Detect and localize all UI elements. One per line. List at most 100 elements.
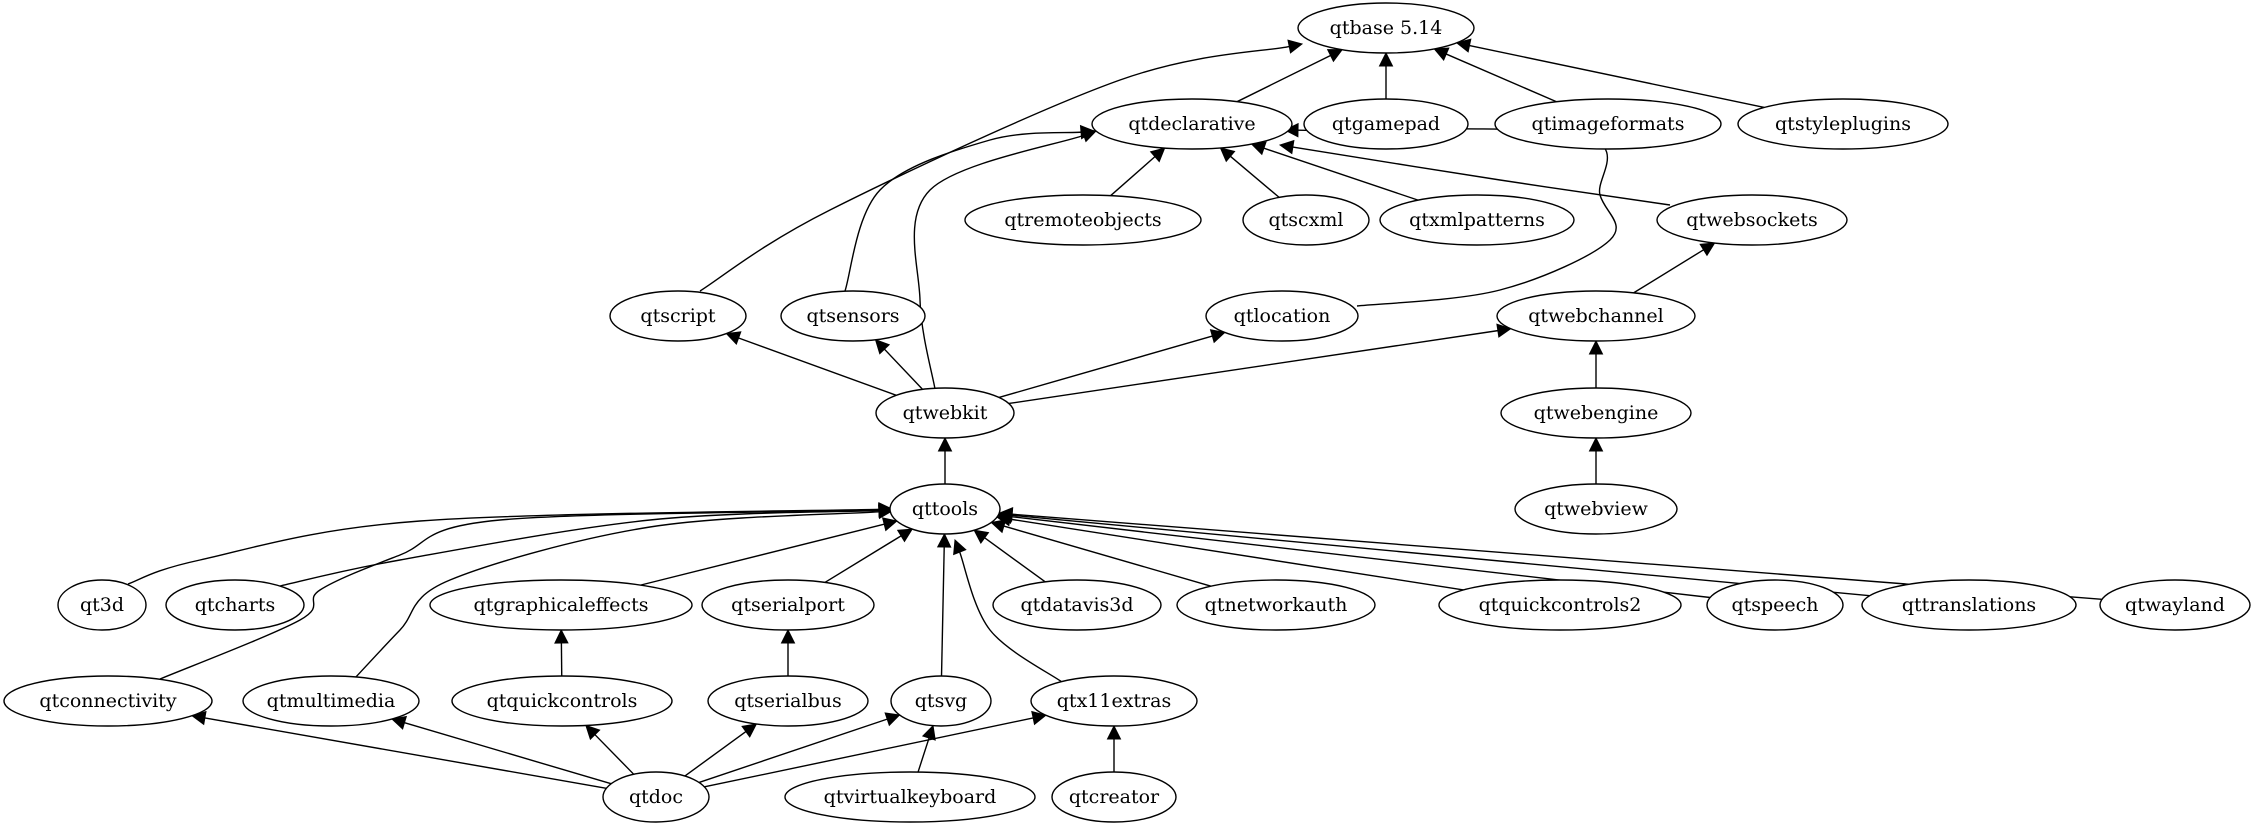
node-ellipse [429,579,693,631]
arrowhead-icon [1278,139,1295,155]
edge-qtdoc-to-qtserialbus [684,723,758,777]
edge-line [594,734,635,775]
arrowhead-icon [1219,147,1236,163]
node-ellipse [701,579,875,631]
node-ellipse [875,387,1015,439]
edge-line [1469,44,1765,109]
node-ellipse [1494,98,1722,150]
edge-line [1009,518,1464,591]
arrowhead-icon [585,724,601,741]
edge-line [159,509,880,680]
node-qtdoc: qtdoc [602,771,710,823]
edge-line [940,546,945,677]
node-ellipse [1205,290,1359,342]
edge-qtscxml-to-qtdeclarative [1219,147,1280,198]
node-ellipse [1438,579,1682,631]
node-label: qtvirtualkeyboard [824,786,997,808]
edge-line [699,45,1290,292]
arrowhead-icon [780,628,796,644]
arrowhead-icon [884,712,901,727]
node-label: qtwebchannel [1528,305,1663,327]
node-label: qttranslations [1902,594,2036,616]
arrowhead-icon [1699,242,1716,257]
node-qtbase: qtbase 5.14 [1297,2,1475,54]
node-ellipse [889,483,1001,535]
arrowhead-icon [881,517,898,532]
edge-qtwebengine-to-qtwebchannel [1588,339,1604,388]
arrowhead-icon [1149,147,1166,163]
edge-line [204,717,607,789]
arrowhead-icon [937,436,953,452]
edge-line [844,131,1082,292]
node-label: qtmultimedia [267,690,396,712]
edge-qtsvg-to-qttools [936,532,952,677]
edge-line [354,511,880,679]
arrowhead-icon [1209,329,1226,344]
node-label: qtsvg [915,690,967,712]
node-qtgraphicaleffects: qtgraphicaleffects [429,579,693,631]
node-ellipse [451,675,673,727]
arrowhead-icon [1031,710,1047,726]
edge-qtwebkit-to-qtsensors [874,338,924,390]
node-qtstyleplugins: qtstyleplugins [1737,98,1949,150]
arrowhead-icon [1588,436,1604,452]
node-ellipse [609,290,747,342]
edge-qtgamepad-to-qtbase [1378,51,1394,99]
arrowhead-icon [896,528,914,543]
node-ellipse [1091,98,1293,150]
arrowhead-icon [1496,323,1512,338]
node-qtsvg: qtsvg [890,675,992,727]
node-label: qtscript [640,305,716,327]
edge-qtgraphicaleffects-to-qttools [640,517,898,586]
node-ellipse [165,579,305,631]
node-qtcreator: qtcreator [1051,771,1177,823]
edge-qtcreator-to-qtx11extras [1106,724,1122,772]
edge-qtx11extras-to-qttools [953,538,1063,683]
edge-qtimageformats-to-qtbase [1433,47,1557,103]
node-label: qtconnectivity [39,690,176,712]
edge-qtserialbus-to-qtserialport [780,628,796,676]
node-ellipse [1051,771,1177,823]
edge-line [127,508,880,585]
node-qtquickcontrols: qtquickcontrols [451,675,673,727]
edge-line [984,537,1046,583]
edge-line [917,737,930,773]
arrowhead-icon [874,338,891,355]
node-qtsensors: qtsensors [780,290,926,342]
edge-qtwebkit-to-qtdeclarative [913,128,1098,390]
edge-line [913,134,1084,390]
node-qtwebengine: qtwebengine [1500,387,1692,439]
node-ellipse [1030,675,1198,727]
node-qtnetworkauth: qtnetworkauth [1176,579,1376,631]
node-ellipse [3,675,213,727]
node-ellipse [1737,98,1949,150]
edge-line [698,718,888,784]
node-ellipse [1303,98,1469,150]
node-ellipse [1500,387,1692,439]
node-qtserialport: qtserialport [701,579,875,631]
arrowhead-icon [725,331,742,346]
edge-line [1633,249,1704,294]
edge-qtdatavis3d-to-qttools [973,529,1046,583]
edge-line [1110,156,1156,197]
edge-qtwebview-to-qtwebengine [1588,436,1604,484]
node-qtscript: qtscript [609,290,747,342]
node-qtvirtualkeyboard: qtvirtualkeyboard [784,771,1036,823]
edge-line [1003,525,1212,587]
arrowhead-icon [878,504,894,520]
edge-qtserialport-to-qttools [824,528,914,584]
arrowhead-icon [921,724,936,741]
arrowhead-icon [953,538,967,556]
arrowhead-icon [1433,47,1450,61]
node-label: qtscxml [1269,209,1344,231]
edge-qttools-to-qtwebkit [937,436,953,484]
edge-line [640,523,885,586]
node-ellipse [1706,579,1844,631]
node-label: qtsensors [806,305,899,327]
node-qtdeclarative: qtdeclarative [1091,98,1293,150]
node-qtlocation: qtlocation [1205,290,1359,342]
edge-line [1297,128,1617,307]
node-label: qttools [912,498,978,520]
node-ellipse [1242,194,1370,246]
edge-line [1008,329,1498,405]
